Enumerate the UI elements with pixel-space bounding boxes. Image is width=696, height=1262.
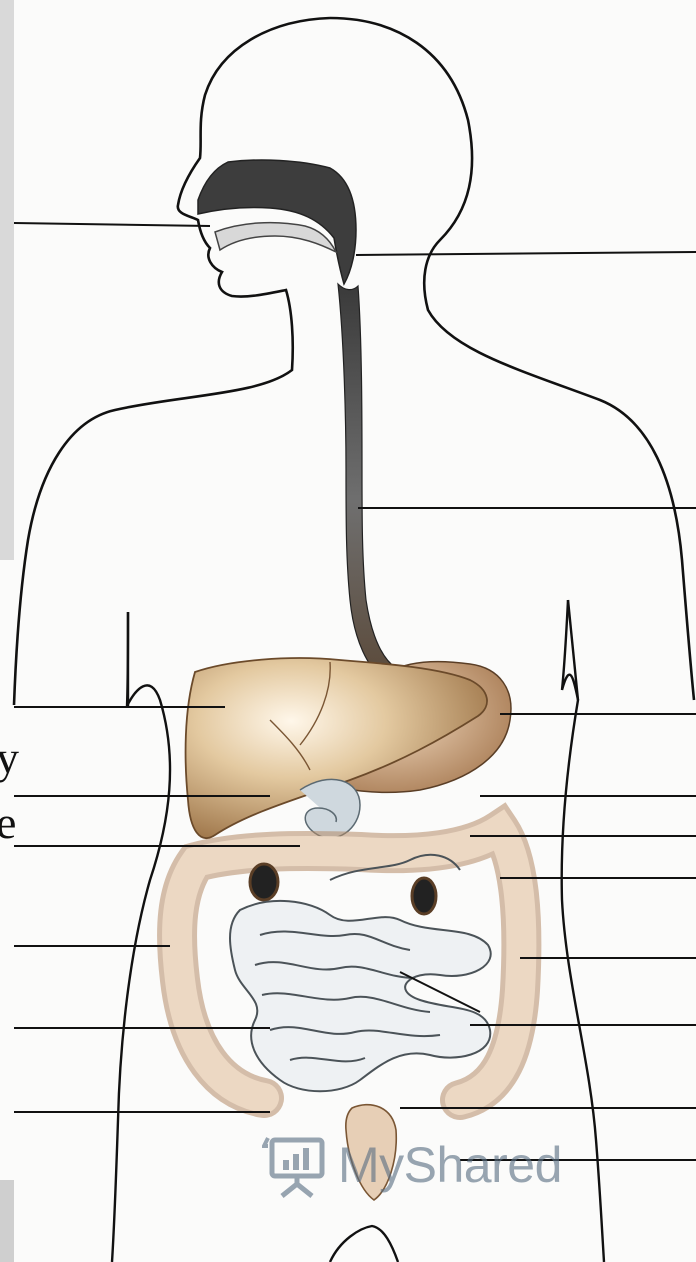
colon-opening-right bbox=[412, 878, 436, 914]
cut-off-letter-1: y bbox=[0, 735, 19, 781]
watermark-brand: MyShared bbox=[338, 1136, 562, 1194]
label-line-mouth bbox=[14, 223, 210, 226]
body-outline bbox=[14, 18, 330, 705]
label-line-pharynx bbox=[356, 252, 696, 255]
duodenum bbox=[300, 779, 360, 838]
tongue bbox=[215, 223, 336, 252]
esophagus bbox=[338, 284, 396, 680]
head-back-outline bbox=[330, 18, 694, 700]
watermark: MyShared bbox=[262, 1132, 562, 1198]
colon-opening-left bbox=[250, 864, 278, 900]
right-flank-outline bbox=[562, 600, 604, 1262]
right-arm-line bbox=[568, 600, 578, 700]
presentation-board-icon bbox=[262, 1132, 328, 1198]
bottom-notch bbox=[330, 1226, 398, 1262]
cut-off-letter-2: e bbox=[0, 800, 16, 846]
